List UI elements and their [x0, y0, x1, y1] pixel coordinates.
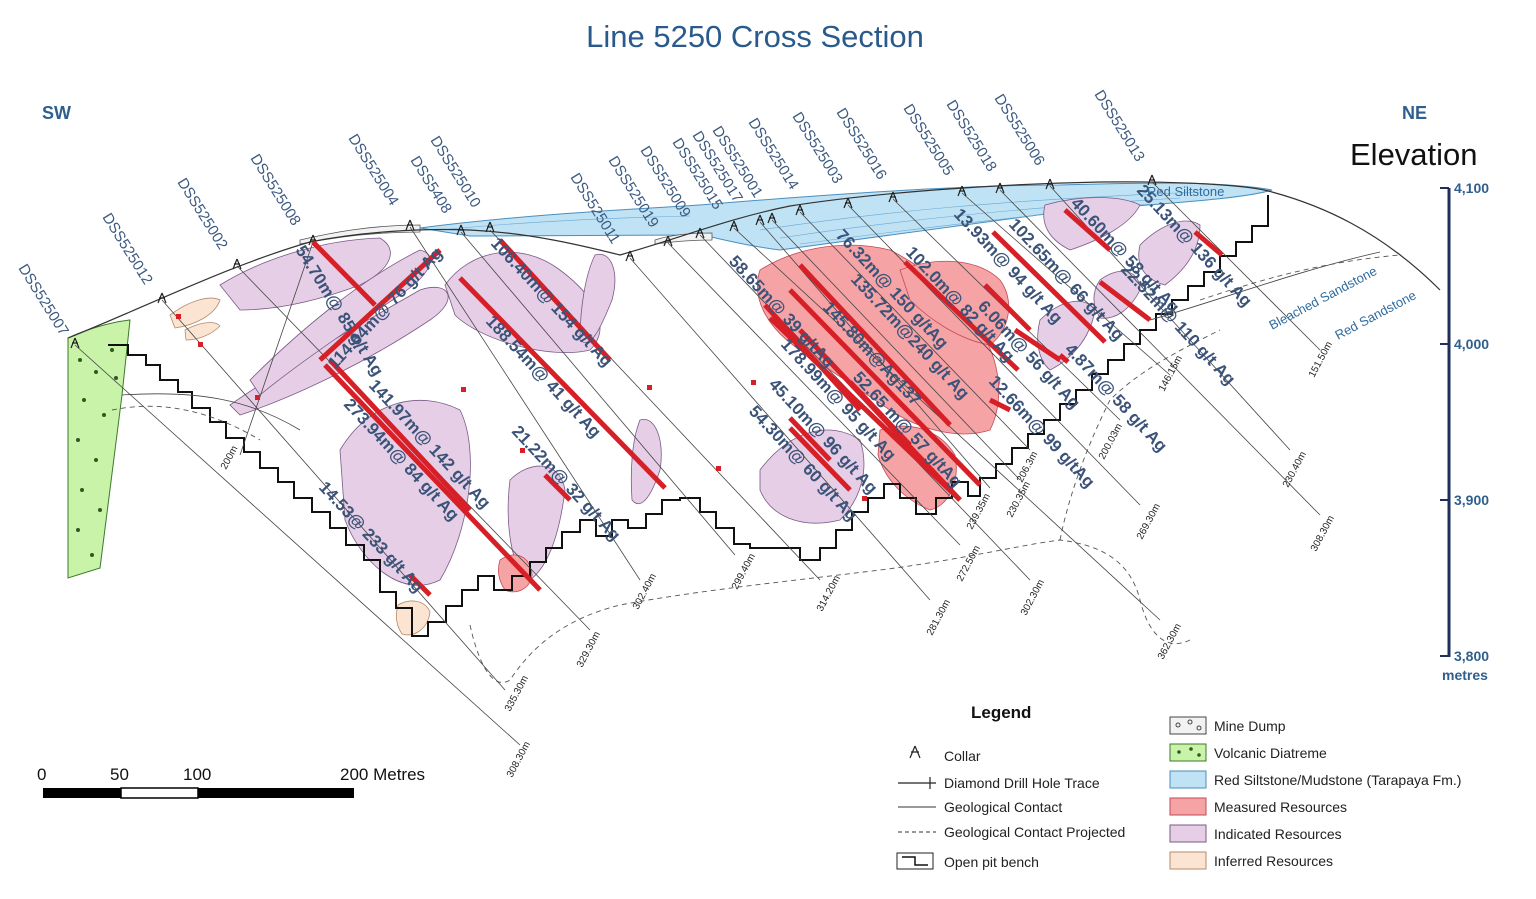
collar-icon	[1147, 174, 1157, 186]
inferred-resources	[169, 297, 431, 636]
figure-title: Line 5250 Cross Section	[586, 19, 924, 54]
legend-geological-contact: Geological Contact	[898, 799, 1062, 815]
depth-label: 206.3m	[1015, 450, 1040, 485]
hole-label: DSS525007	[15, 261, 72, 339]
diatreme-clasts	[76, 348, 118, 557]
depth-label: 230.40m	[1281, 450, 1309, 490]
collar-icon	[405, 219, 415, 231]
elevation-heading: Elevation	[1350, 137, 1478, 172]
assay-small-marks	[176, 314, 867, 501]
geological-contacts	[121, 251, 1381, 431]
collar-icon	[767, 212, 777, 224]
hole-label: DSS525013	[1091, 87, 1148, 165]
collar-icon	[663, 235, 673, 247]
depth-label: 151.50m	[1307, 340, 1335, 380]
legend-indicated: Indicated Resources	[1169, 824, 1342, 843]
legend-inferred: Inferred Resources	[1169, 851, 1333, 870]
legend-drill-trace: Diamond Drill Hole Trace	[898, 775, 1100, 791]
depth-label: 362.30m	[1156, 622, 1184, 662]
elev-tick-4100: 4,100	[1454, 180, 1489, 196]
collar-icon	[995, 182, 1005, 194]
legend-title: Legend	[971, 703, 1031, 722]
assay-intercepts	[311, 208, 1224, 597]
collar-icon	[909, 745, 921, 759]
collar-icon	[729, 220, 739, 232]
direction-sw: SW	[42, 103, 71, 123]
scale-bar: 0 50 100 200 Metres	[37, 765, 425, 799]
legend-mine-dump: Mine Dump	[1169, 716, 1286, 735]
elevation-axis: 4,100 4,000 3,900 3,800 metres	[1440, 180, 1489, 683]
legend-collar: Collar	[909, 745, 981, 764]
legend-measured: Measured Resources	[1169, 797, 1347, 816]
legend-label: Mine Dump	[1214, 718, 1286, 734]
legend-label: Open pit bench	[944, 854, 1039, 870]
collar-icon	[157, 292, 167, 304]
legend-label: Geological Contact	[944, 799, 1062, 815]
legend-label: Measured Resources	[1214, 799, 1347, 815]
hole-label: DSS525012	[99, 210, 156, 288]
collar-icon	[1045, 178, 1055, 190]
unit-label-red-siltstone: Red Siltstone	[1147, 184, 1224, 199]
open-pit-bench	[108, 195, 1269, 637]
collar-icon	[755, 214, 765, 226]
depth-label: 200m	[219, 444, 240, 471]
depth-label: 314.20m	[815, 574, 843, 614]
collar-icon	[625, 250, 635, 262]
hole-label: DSS525002	[174, 175, 231, 253]
legend-label: Inferred Resources	[1214, 853, 1333, 869]
hole-label: DSS525004	[345, 131, 402, 209]
collar-icon	[957, 185, 967, 197]
elev-tick-4000: 4,000	[1454, 336, 1489, 352]
direction-ne: NE	[1402, 103, 1427, 123]
collar-symbols	[70, 174, 1157, 349]
hole-label: DSS525008	[247, 151, 304, 229]
hole-label: DSS525006	[991, 91, 1048, 169]
depth-label: 308.30m	[505, 740, 533, 780]
collar-icon	[795, 204, 805, 216]
legend-label: Indicated Resources	[1214, 826, 1342, 842]
collar-icon	[888, 191, 898, 203]
legend-open-pit: Open pit bench	[896, 852, 1039, 870]
unit-label-red-sandstone: Red Sandstone	[1332, 287, 1418, 342]
depth-label: 239.35m	[965, 492, 993, 532]
legend: Legend Collar Diamond Drill Hole Trace G…	[896, 703, 1461, 870]
elev-tick-3900: 3,900	[1454, 492, 1489, 508]
volcanic-diatreme	[67, 319, 131, 579]
legend-label: Diamond Drill Hole Trace	[944, 775, 1100, 791]
legend-label: Collar	[944, 748, 981, 764]
depth-label: 302.40m	[631, 572, 659, 612]
collar-icon	[843, 197, 853, 209]
collar-icon	[695, 227, 705, 239]
elev-unit: metres	[1442, 667, 1488, 683]
legend-label: Red Siltstone/Mudstone (Tarapaya Fm.)	[1214, 772, 1461, 788]
collar-icon	[456, 224, 466, 236]
depth-label: 281.30m	[925, 598, 953, 638]
depth-label: 200.03m	[1097, 422, 1125, 462]
depth-label: 269.30m	[1135, 502, 1163, 542]
depth-label: 329.30m	[575, 630, 603, 670]
legend-label: Geological Contact Projected	[944, 824, 1125, 840]
elev-tick-3800: 3,800	[1454, 648, 1489, 664]
collar-icon	[70, 337, 80, 349]
scale-label-0: 0	[37, 765, 46, 784]
legend-volcanic-diatreme: Volcanic Diatreme	[1169, 743, 1327, 762]
depth-label: 272.50m	[955, 544, 983, 584]
geological-contacts-projected	[111, 254, 1401, 683]
depth-label: 299.40m	[730, 552, 758, 592]
depth-label: 335.30m	[503, 674, 531, 714]
legend-label: Volcanic Diatreme	[1214, 745, 1327, 761]
depth-label: 302.30m	[1019, 578, 1047, 618]
scale-label-200: 200 Metres	[340, 765, 425, 784]
depth-label: 308.30m	[1309, 514, 1337, 554]
legend-contact-projected: Geological Contact Projected	[898, 824, 1125, 840]
scale-label-50: 50	[110, 765, 129, 784]
legend-red-siltstone: Red Siltstone/Mudstone (Tarapaya Fm.)	[1169, 770, 1461, 789]
scale-label-100: 100	[183, 765, 211, 784]
collar-icon	[485, 221, 495, 233]
collar-icon	[232, 258, 242, 270]
